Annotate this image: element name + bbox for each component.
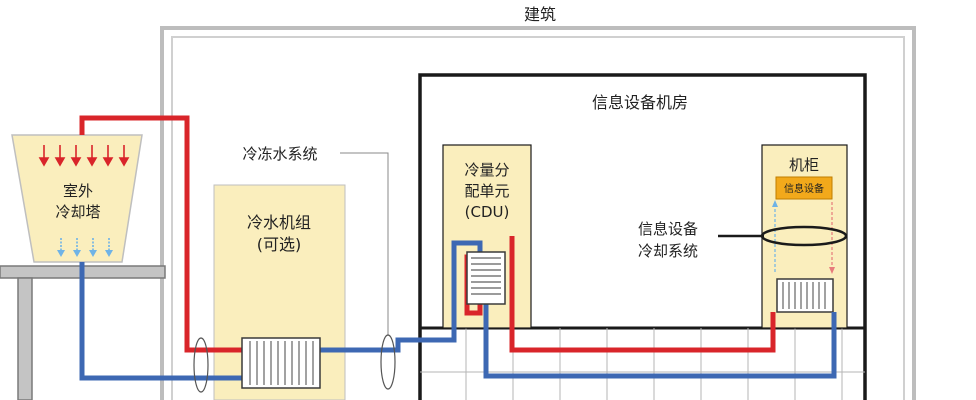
cdu-label-line3: (CDU) <box>465 203 510 221</box>
cabinet-fins <box>782 282 826 309</box>
chiller-heat-exchanger <box>241 337 321 389</box>
cold-pipes <box>79 240 837 381</box>
cooling-tower <box>11 134 143 263</box>
building-label: 建筑 <box>524 5 556 24</box>
chiller-label-line1: 冷水机组 <box>247 213 311 232</box>
building-wall-inner <box>171 36 905 400</box>
it-room-label: 信息设备机房 <box>592 93 688 112</box>
cooling-tower-label-line2: 冷却塔 <box>55 203 100 221</box>
chilled-water-label: 冷冻水系统 <box>242 145 317 163</box>
pipe-callout-ellipses <box>193 334 396 393</box>
cooling-tower-label-line1: 室外 <box>63 182 93 200</box>
it-room-wall <box>418 73 867 400</box>
it-cooling-label-line2: 冷却系统 <box>638 242 698 260</box>
cdu-label-line1: 冷量分 <box>464 161 509 179</box>
cdu-heat-exchanger <box>466 251 506 305</box>
chilled-water-leader <box>340 152 389 335</box>
it-cooling-ellipse <box>760 225 848 247</box>
it-equipment-label: 信息设备 <box>784 182 824 195</box>
chiller-label-line2: (可选) <box>257 235 302 254</box>
building-wall <box>160 26 916 400</box>
tower-cold-arrowheads <box>57 250 113 257</box>
cabinet-label: 机柜 <box>789 156 819 174</box>
tower-stand-leg <box>17 277 33 400</box>
cdu-fins <box>471 257 501 295</box>
tower-cold-arrows <box>60 238 110 252</box>
chiller-fins <box>249 341 314 385</box>
it-equipment-box <box>775 176 833 200</box>
it-cooling-label-line1: 信息设备 <box>638 220 698 238</box>
cdu-label-line2: 配单元 <box>464 182 509 200</box>
raised-floor-tiles <box>465 328 843 400</box>
cabinet-heat-exchanger <box>776 278 834 313</box>
cabinet-airflow-arrows <box>772 200 835 274</box>
tower-hot-arrows <box>38 145 130 167</box>
